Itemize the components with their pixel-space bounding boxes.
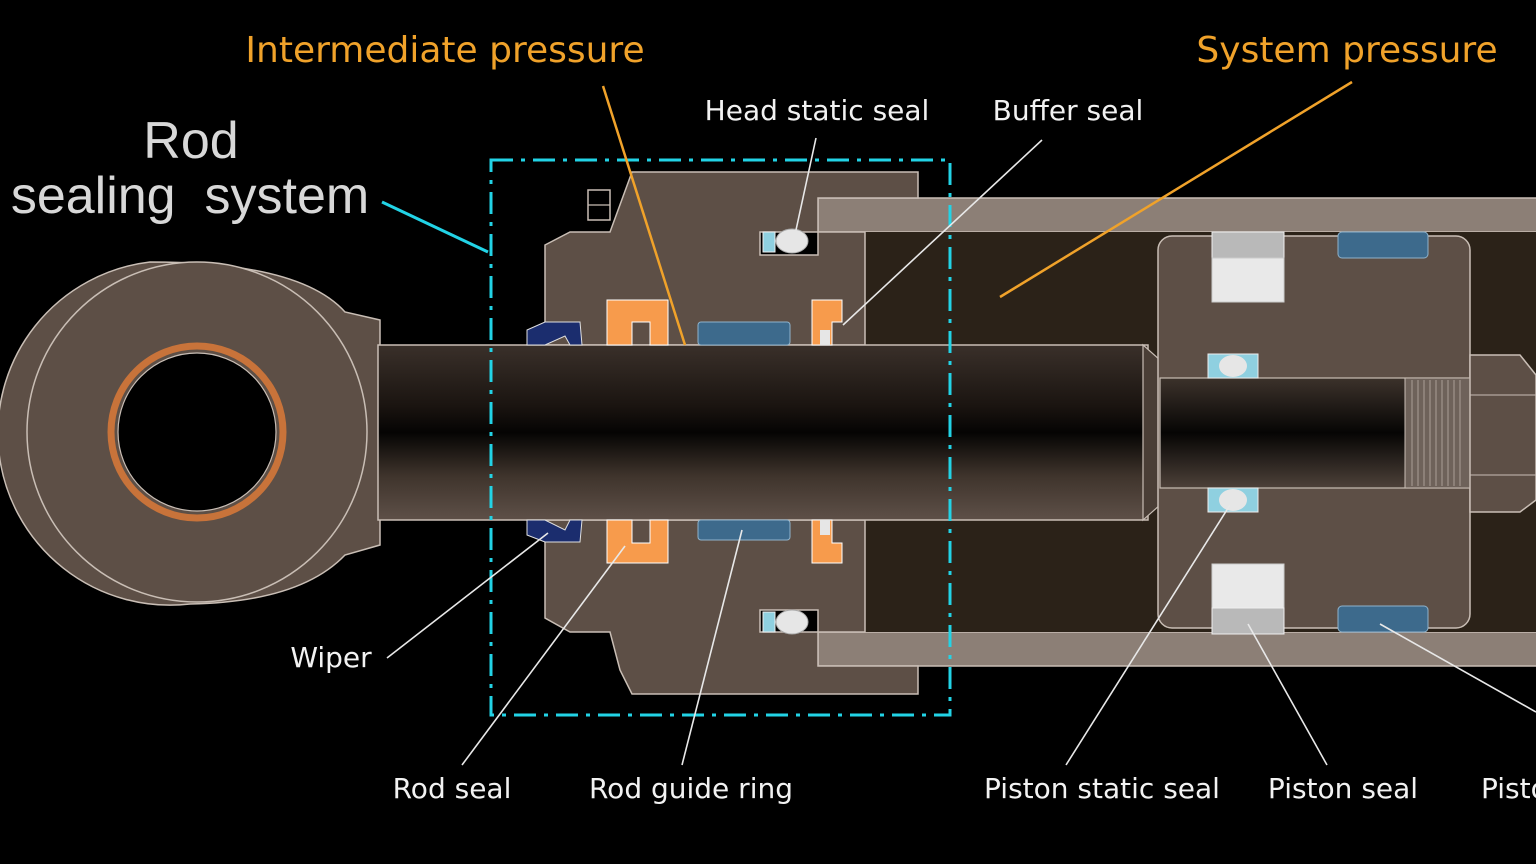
buffer-seal-bottom — [811, 519, 843, 564]
title-line-1: Rod — [143, 112, 238, 170]
buffer-seal-top — [811, 299, 843, 346]
leader-lines — [381, 80, 1536, 766]
rod-guide-ring-bottom — [697, 519, 791, 541]
system-pressure-label: System pressure — [1196, 30, 1497, 71]
piston-seal-bottom — [1211, 563, 1285, 635]
piston-rod — [377, 344, 1149, 521]
rod-seal-label: Rod seal — [393, 772, 512, 805]
head-static-seal-top — [762, 228, 809, 254]
eye-bushing — [107, 342, 287, 522]
rod-eye — [0, 261, 381, 606]
piston-static-seal-top — [1207, 353, 1259, 379]
piston-guide-ring-label: Pisto — [1481, 772, 1536, 805]
buffer-seal-label: Buffer seal — [993, 94, 1144, 127]
piston-static-seal-bottom — [1207, 487, 1259, 513]
thread — [1404, 377, 1471, 489]
piston-guide-ring-bottom — [1337, 605, 1429, 633]
head-static-seal-label: Head static seal — [705, 94, 930, 127]
piston-guide-ring-top — [1337, 231, 1429, 259]
rod-guide-ring-label: Rod guide ring — [589, 772, 793, 805]
wiper-label: Wiper — [290, 641, 372, 674]
piston-seal-top — [1211, 231, 1285, 303]
piston-static-seal-label: Piston static seal — [984, 772, 1220, 805]
intermediate-pressure-label: Intermediate pressure — [245, 30, 644, 71]
rod-seal-bottom — [606, 519, 669, 564]
piston — [1157, 235, 1536, 629]
cylinder-tube — [817, 197, 1536, 667]
rod-sealing-highlight-box — [489, 158, 952, 717]
rod-guide-ring-top — [697, 321, 791, 346]
rod-seal-top — [606, 299, 669, 346]
piston-nut — [1469, 354, 1536, 513]
head-static-seal-bottom — [762, 609, 809, 635]
wiper-top — [526, 321, 583, 346]
piston-seal-label: Piston seal — [1268, 772, 1418, 805]
title-line-2: sealing system — [11, 167, 369, 225]
wiper-bottom — [526, 519, 583, 543]
